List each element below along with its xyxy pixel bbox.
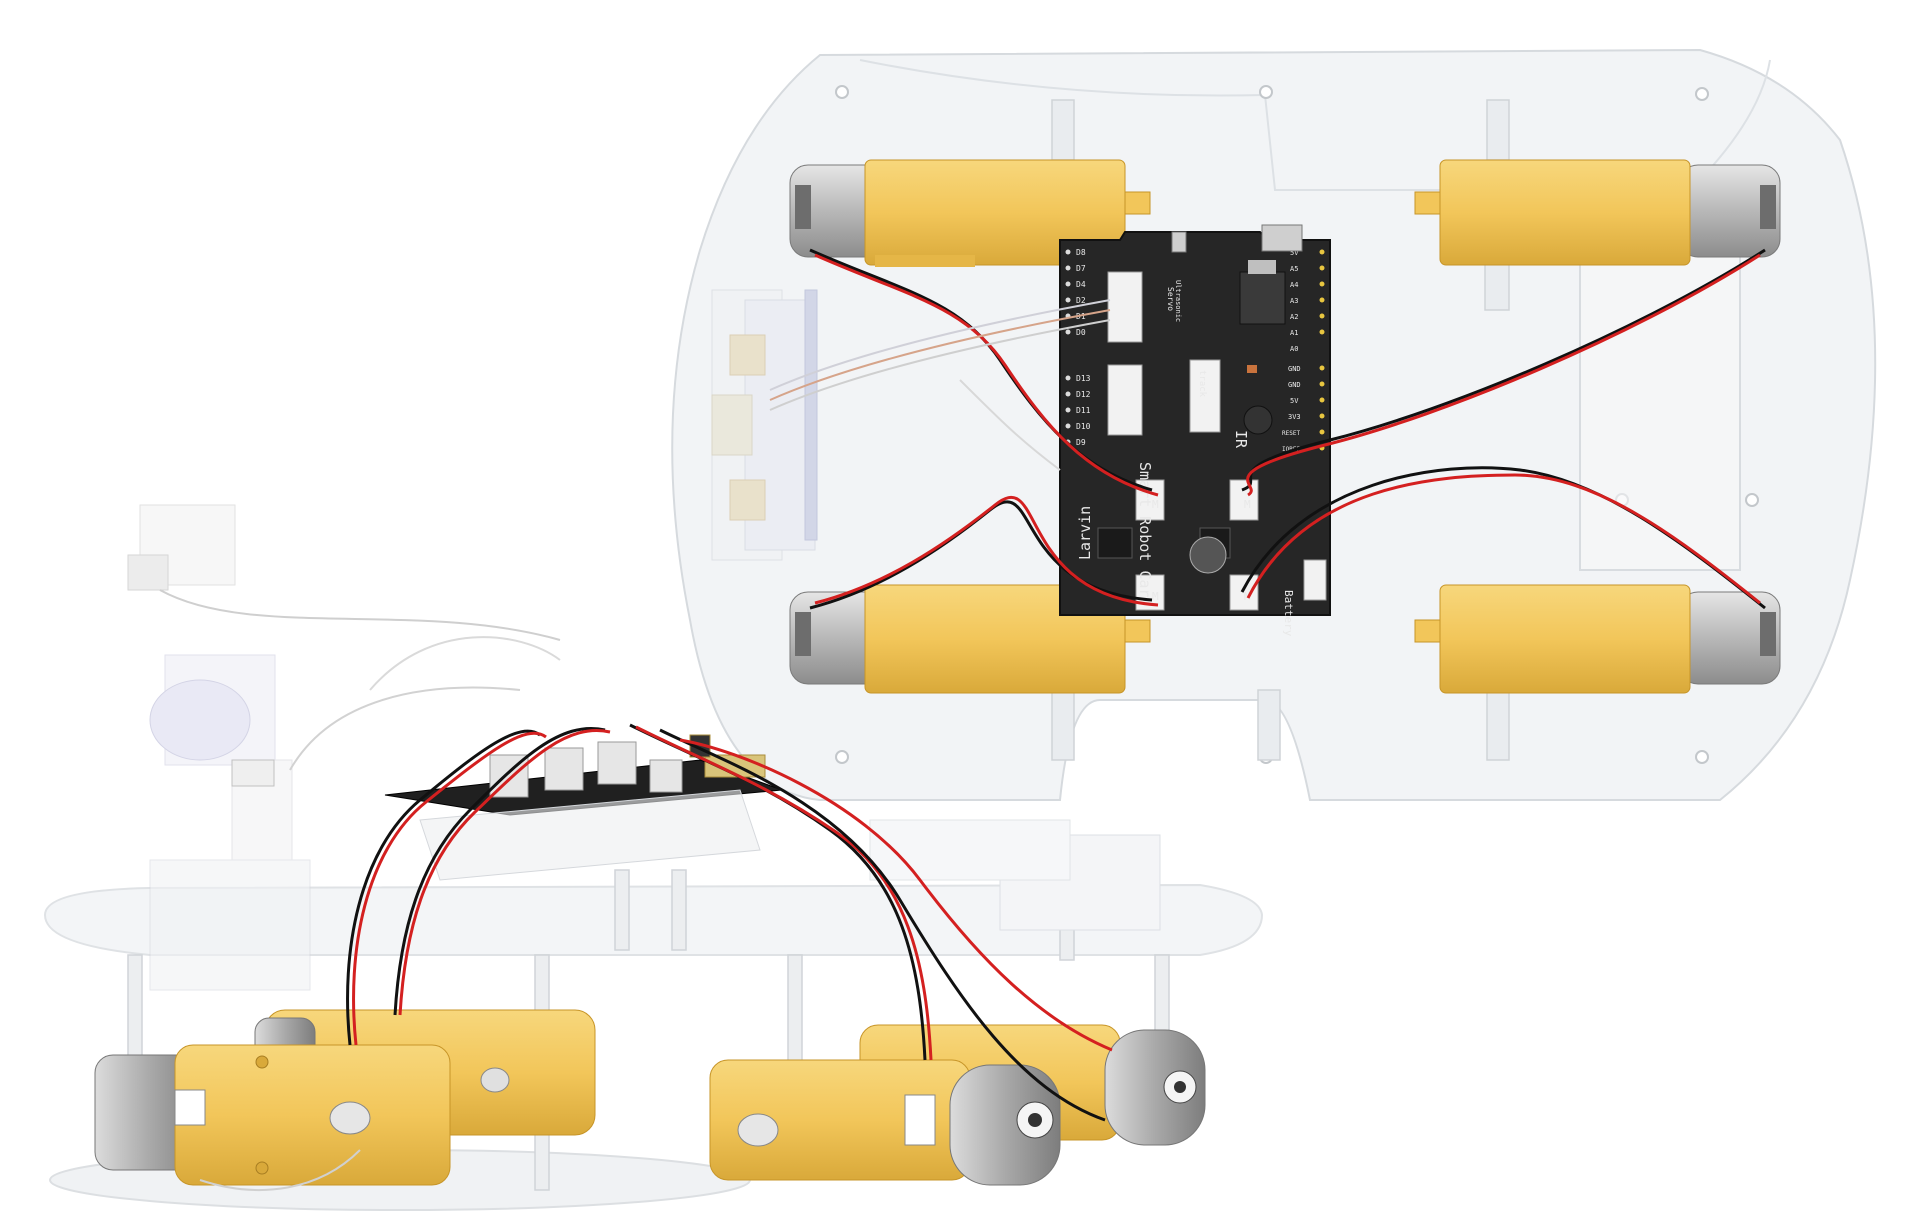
pin-label: A4 — [1290, 281, 1298, 289]
mounting-holes — [835, 85, 1759, 764]
left-pin-labels: D8 D7 D4 D2 D1 D0 D13 D12 D11 D10 D9 — [1076, 248, 1091, 447]
pin-label: A1 — [1290, 329, 1298, 337]
top-view-motor-front-left — [789, 159, 1151, 267]
pin-label: D10 — [1076, 422, 1091, 431]
pin-label: D1 — [1076, 312, 1086, 321]
servo-label: Servo — [1166, 287, 1175, 311]
ultrasonic-sensor — [711, 289, 818, 561]
pin-label: 5V — [1290, 249, 1299, 257]
side-view-motor-right-front — [709, 1059, 1061, 1186]
pin-label: D7 — [1076, 264, 1086, 273]
pin-label: A0 — [1290, 345, 1298, 353]
motor-label: M — [1152, 498, 1159, 511]
pin-label: GND — [1288, 381, 1301, 389]
pin-label: GND — [1288, 365, 1301, 373]
pin-label: D2 — [1076, 296, 1086, 305]
side-view-board — [384, 734, 783, 881]
top-view-wires — [769, 248, 1766, 610]
board-title: Smart Robot Car — [1136, 462, 1154, 597]
pin-label: D9 — [1076, 438, 1086, 447]
pin-label: 5V — [1290, 397, 1299, 405]
motor-label: M — [1152, 590, 1159, 603]
side-view-motor-left-front — [94, 1044, 451, 1186]
board-connectors — [1107, 271, 1327, 611]
side-view-servo — [127, 504, 311, 991]
pin-label: A5 — [1290, 265, 1298, 273]
board-chips — [1097, 224, 1303, 574]
ultrasonic-label: Ultrasonic — [1174, 280, 1182, 322]
track-label: track — [1197, 370, 1207, 398]
top-view-motor-front-right — [1414, 159, 1781, 266]
side-view-wires — [159, 589, 1113, 1191]
motor-label: M — [1244, 498, 1251, 511]
pin-label: D12 — [1076, 390, 1091, 399]
ir-label: IR — [1232, 430, 1250, 449]
pin-label: D0 — [1076, 328, 1086, 337]
pin-label: D4 — [1076, 280, 1086, 289]
control-board: D8 D7 D4 D2 D1 D0 D13 D12 D11 D10 D9 5V … — [1059, 224, 1331, 637]
pin-label: 3V3 — [1288, 413, 1301, 421]
board-brand: Larvin — [1076, 506, 1094, 560]
pin-label: RESET — [1282, 430, 1300, 437]
battery-label: Battery — [1282, 590, 1295, 637]
pin-label: D8 — [1076, 248, 1086, 257]
pin-label: D11 — [1076, 406, 1091, 415]
pin-label: A3 — [1290, 297, 1298, 305]
pin-label: D13 — [1076, 374, 1091, 383]
top-view-motor-rear-right — [1414, 584, 1781, 694]
pin-label: A2 — [1290, 313, 1298, 321]
